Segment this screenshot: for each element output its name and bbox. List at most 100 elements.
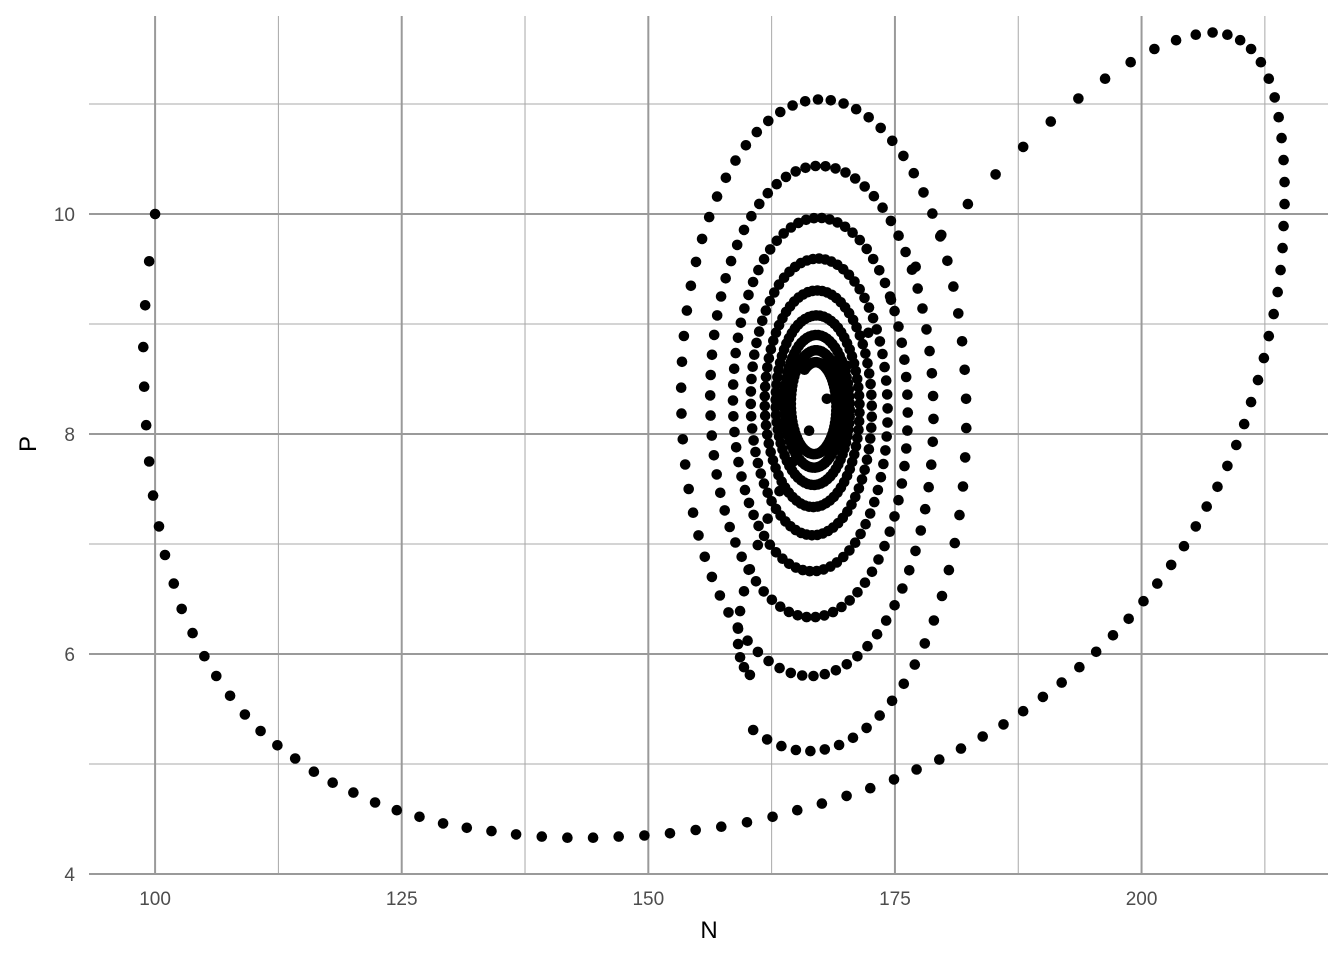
data-point [687,507,699,518]
data-point [844,545,855,556]
data-point [762,487,773,499]
x-tick-label: 125 [386,889,418,910]
data-point [711,310,723,321]
data-point [865,378,876,390]
data-point [1017,705,1029,717]
data-point [414,811,425,823]
data-point [760,305,772,316]
data-point [855,528,866,540]
x-tick-label: 175 [879,889,911,910]
data-point [910,545,921,557]
data-point [850,441,862,452]
data-point [901,443,912,454]
x-tick-label: 200 [1126,889,1158,910]
data-point [1255,56,1267,68]
data-point [885,215,897,227]
data-point [736,471,747,482]
data-point [847,732,859,744]
data-point [176,603,187,615]
data-point [767,811,778,823]
data-point [854,398,865,410]
data-point [882,417,893,428]
data-point [919,638,931,649]
data-point [877,202,888,213]
data-point [255,725,266,737]
data-point [871,324,882,335]
data-point [746,210,757,222]
data-point [746,373,757,385]
data-point [760,371,772,383]
data-point [763,438,775,449]
data-point [957,481,969,492]
data-point [886,695,898,707]
data-point [752,457,764,469]
data-point [224,690,236,702]
data-point [880,445,891,456]
data-point [731,239,743,251]
data-point [785,222,797,233]
data-point [168,578,180,589]
data-point [833,739,845,751]
data-point [1252,374,1264,386]
data-point [728,363,740,375]
data-point [730,155,741,166]
data-point [816,212,828,224]
data-point [143,456,155,467]
data-point [881,389,893,400]
data-point [683,483,694,495]
data-point [867,312,879,324]
data-point [861,243,872,255]
data-point [854,234,866,246]
data-point [875,122,886,134]
data-point [771,379,782,390]
data-point [1263,73,1275,84]
data-point [711,191,723,202]
data-point [879,540,890,552]
data-point [857,338,869,350]
data-point [676,356,688,368]
data-point [783,606,795,618]
data-point [678,330,690,342]
data-point [1090,646,1102,658]
data-point [893,230,904,241]
data-point [861,722,872,734]
data-point [562,832,573,843]
data-point [764,539,776,550]
data-point [889,511,900,522]
data-point [187,627,198,639]
data-point [860,348,871,359]
data-point [486,825,497,837]
data-point [749,349,760,361]
data-point [866,389,877,401]
data-point [820,161,831,172]
y-tick-label: 4 [64,865,75,886]
data-point [759,381,771,392]
data-point [861,454,873,466]
data-point [391,804,403,816]
data-point [875,471,887,483]
data-point [862,640,873,652]
data-point [757,315,768,327]
data-point [836,601,847,613]
data-point [859,181,870,192]
data-point [830,163,841,174]
data-point [149,208,161,220]
data-point [1074,661,1085,673]
data-point [708,450,720,461]
data-point [1279,198,1290,210]
data-point [741,817,753,828]
data-point [780,171,792,183]
data-point [1222,460,1233,472]
data-point [703,211,715,223]
data-point [1178,540,1190,552]
x-tick-label: 150 [632,889,664,910]
data-point [140,419,152,431]
data-point [1170,34,1182,46]
data-point [743,497,755,509]
data-point [849,173,861,184]
data-point [865,433,876,444]
data-point [693,530,704,541]
data-point [869,496,880,508]
data-point [1212,481,1223,493]
data-point [868,190,880,202]
